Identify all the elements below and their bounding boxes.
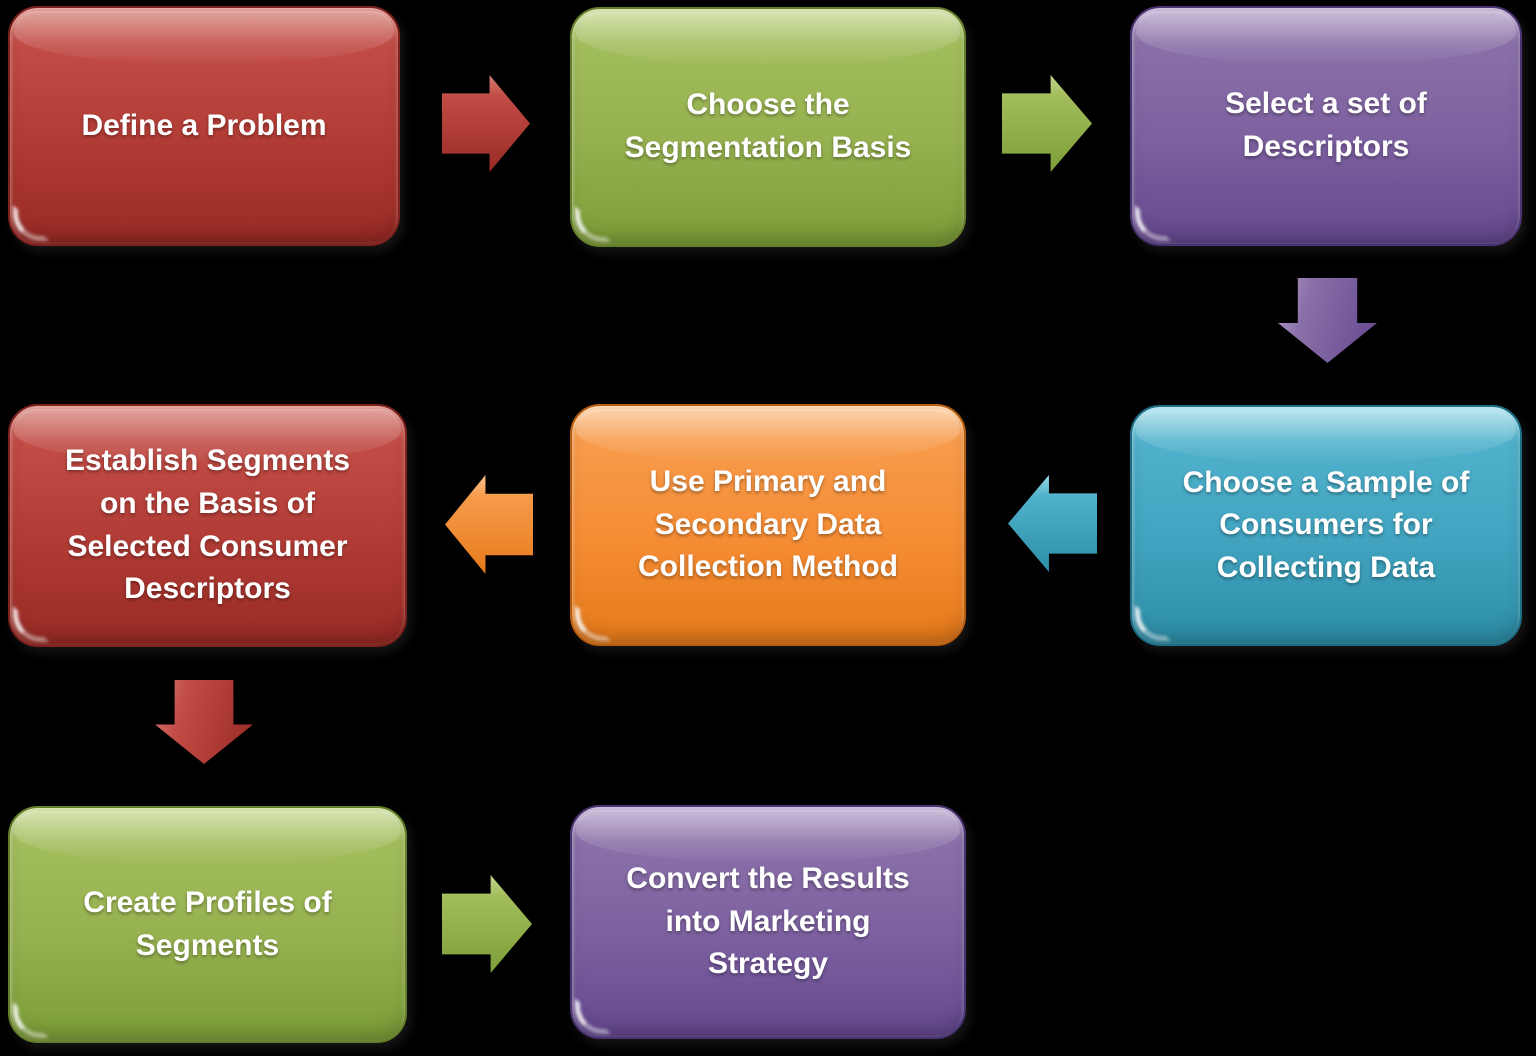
- step-label: Create Profiles of Segments: [83, 885, 332, 962]
- step-label: Choose a Sample of Consumers for Collect…: [1182, 465, 1470, 584]
- step-data-collection-method: Use Primary and Secondary Data Collectio…: [570, 404, 966, 646]
- step-label: Choose the Segmentation Basis: [624, 88, 912, 164]
- step-select-descriptors: Select a set of Descriptors: [1130, 6, 1522, 246]
- step-label: Establish Segments on the Basis of Selec…: [64, 444, 351, 606]
- green-right-arrow-icon: [1002, 75, 1092, 172]
- orange-left-arrow-icon: [445, 475, 533, 574]
- red-right-arrow-icon: [442, 75, 530, 172]
- red-down-arrow-icon: [155, 680, 253, 764]
- step-label: Define a Problem: [81, 108, 327, 142]
- step-label: Convert the Results into Marketing Strat…: [626, 862, 910, 981]
- step-label: Use Primary and Secondary Data Collectio…: [638, 465, 898, 584]
- step-choose-segmentation-basis: Choose the Segmentation Basis: [570, 7, 966, 247]
- step-label: Select a set of Descriptors: [1225, 87, 1427, 163]
- green-right-arrow-icon: [442, 875, 532, 973]
- cyan-left-arrow-icon: [1008, 475, 1097, 572]
- step-establish-segments: Establish Segments on the Basis of Selec…: [8, 404, 407, 647]
- purple-down-arrow-icon: [1278, 278, 1377, 363]
- step-convert-results: Convert the Results into Marketing Strat…: [570, 805, 966, 1039]
- step-choose-sample-of-consumers: Choose a Sample of Consumers for Collect…: [1130, 405, 1522, 646]
- step-create-profiles: Create Profiles of Segments: [8, 806, 407, 1043]
- step-define-problem: Define a Problem: [8, 6, 400, 246]
